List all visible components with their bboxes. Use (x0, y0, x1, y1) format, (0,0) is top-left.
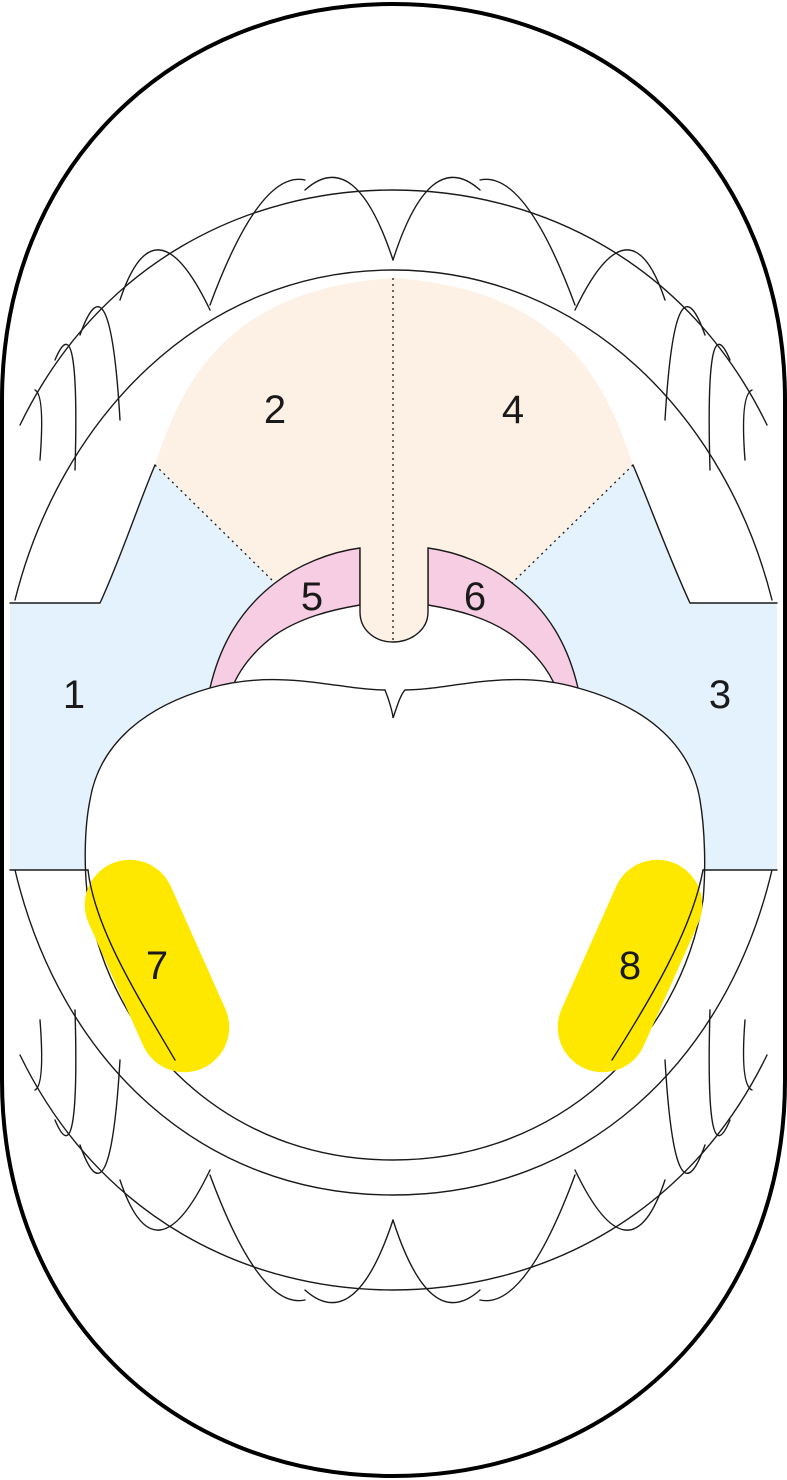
tongue (84, 678, 706, 1161)
lower-right-edge (611, 869, 704, 1061)
region-3-area (512, 465, 777, 870)
region-5-label: 5 (301, 575, 323, 619)
region-6-label: 6 (464, 575, 486, 619)
upper-teeth (19, 176, 768, 471)
region-8-area (557, 859, 703, 1073)
right-palate-divider (511, 464, 634, 584)
region-2-label: 2 (264, 388, 286, 432)
region-8-label: 8 (619, 944, 641, 988)
upper-region-boundary (9, 464, 778, 604)
lower-left-edge (87, 869, 176, 1061)
region-7-area (84, 859, 230, 1073)
left-palate-divider (154, 464, 276, 584)
region-4-label: 4 (502, 388, 524, 432)
region-7-label: 7 (146, 944, 168, 988)
uvula (359, 550, 429, 643)
region-4-area (393, 278, 633, 640)
region-2-area (155, 278, 393, 640)
region-1-label: 1 (63, 673, 85, 717)
region-3-label: 3 (709, 673, 731, 717)
lower-teeth (19, 1009, 768, 1304)
region-1-area (10, 465, 275, 870)
upper-gum-line (14, 269, 773, 601)
lower-gum-line (14, 869, 773, 1196)
